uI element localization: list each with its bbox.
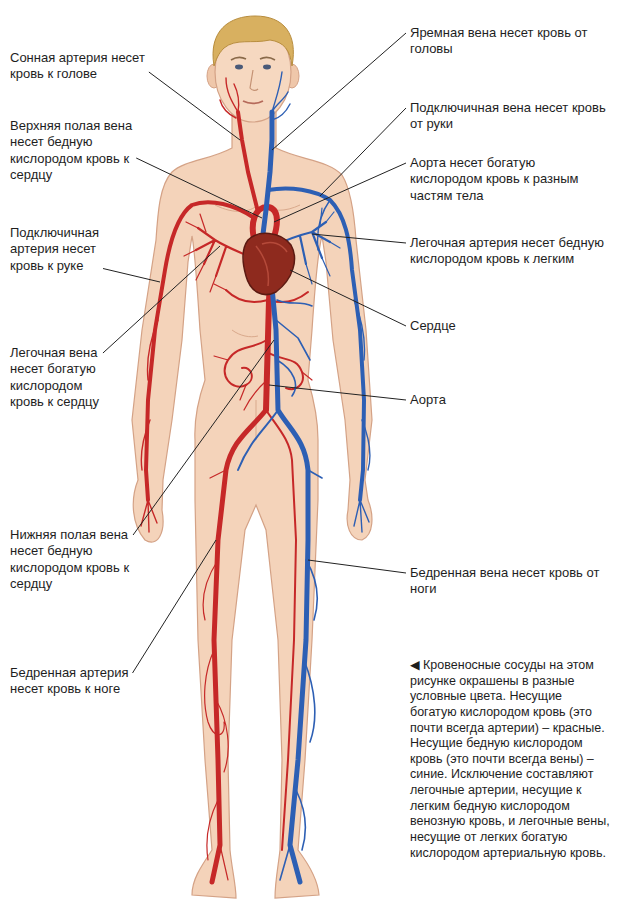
vein-part — [306, 208, 340, 284]
vein-part — [268, 188, 364, 500]
body-silhouette-part — [132, 112, 372, 898]
callout-label: Легочная вена несет богатую кислородом к… — [10, 345, 102, 410]
artery-part — [238, 112, 258, 212]
artery-part — [225, 290, 308, 389]
callout-label: Сердце — [410, 318, 610, 334]
artery-part — [212, 410, 266, 882]
callout-label: Подключичная артерия несет кровь к руке — [10, 225, 122, 274]
callout-label: Подключичная вена несет кровь от руки — [410, 100, 610, 133]
vein-part — [270, 266, 308, 882]
vein-part — [238, 410, 278, 470]
artery-part — [266, 410, 296, 850]
artery-part — [184, 214, 216, 292]
callout-label: Верхняя полая вена несет бедную кислород… — [10, 118, 138, 183]
callout-label: Нижняя полая вена несет бедную кислородо… — [10, 527, 130, 592]
leader-line — [272, 33, 406, 150]
leader-line — [290, 270, 406, 326]
head-part — [231, 58, 275, 60]
callout-label: Бедренная вена несет кровь от ноги — [410, 565, 610, 598]
head-part — [263, 65, 271, 70]
leader-line — [308, 560, 406, 573]
body-silhouette — [132, 112, 372, 898]
artery-part — [220, 78, 239, 118]
vein-part — [318, 200, 371, 532]
head-part — [243, 101, 263, 103]
callout-label: Аорта — [410, 392, 610, 408]
head-part — [213, 16, 293, 66]
leader-line — [133, 340, 274, 535]
figure-caption: ◀ Кровеносные сосуды на этом рисунке окр… — [410, 658, 612, 861]
heart — [243, 233, 294, 294]
vein — [238, 72, 370, 882]
callout-label: Аорта несет богатую кислородом кровь к р… — [410, 155, 610, 204]
leader-line — [103, 246, 220, 353]
leader-line — [269, 385, 406, 400]
leader-line — [274, 163, 406, 222]
leader-line — [149, 72, 240, 140]
heart-part — [243, 233, 294, 294]
vein-part — [262, 112, 272, 242]
leader-line — [312, 234, 406, 243]
callout-label: Яремная вена несет кровь от головы — [410, 25, 610, 58]
leader-line — [133, 540, 216, 673]
callout-label: Легочная артерия несет бедную кислородом… — [410, 235, 610, 268]
callout-label: Сонная артерия несет кровь к голове — [10, 50, 162, 83]
leader-line — [320, 108, 406, 196]
vein-part — [272, 72, 290, 120]
heart-part — [256, 242, 287, 286]
artery-part — [141, 320, 158, 532]
leader-line — [136, 158, 262, 218]
head — [207, 16, 299, 122]
artery — [141, 78, 312, 882]
head-part — [250, 70, 258, 90]
head-part — [235, 65, 243, 70]
callout-label: Бедренная артерия несет кровь к ноге — [10, 665, 142, 698]
leader-line — [103, 269, 160, 283]
